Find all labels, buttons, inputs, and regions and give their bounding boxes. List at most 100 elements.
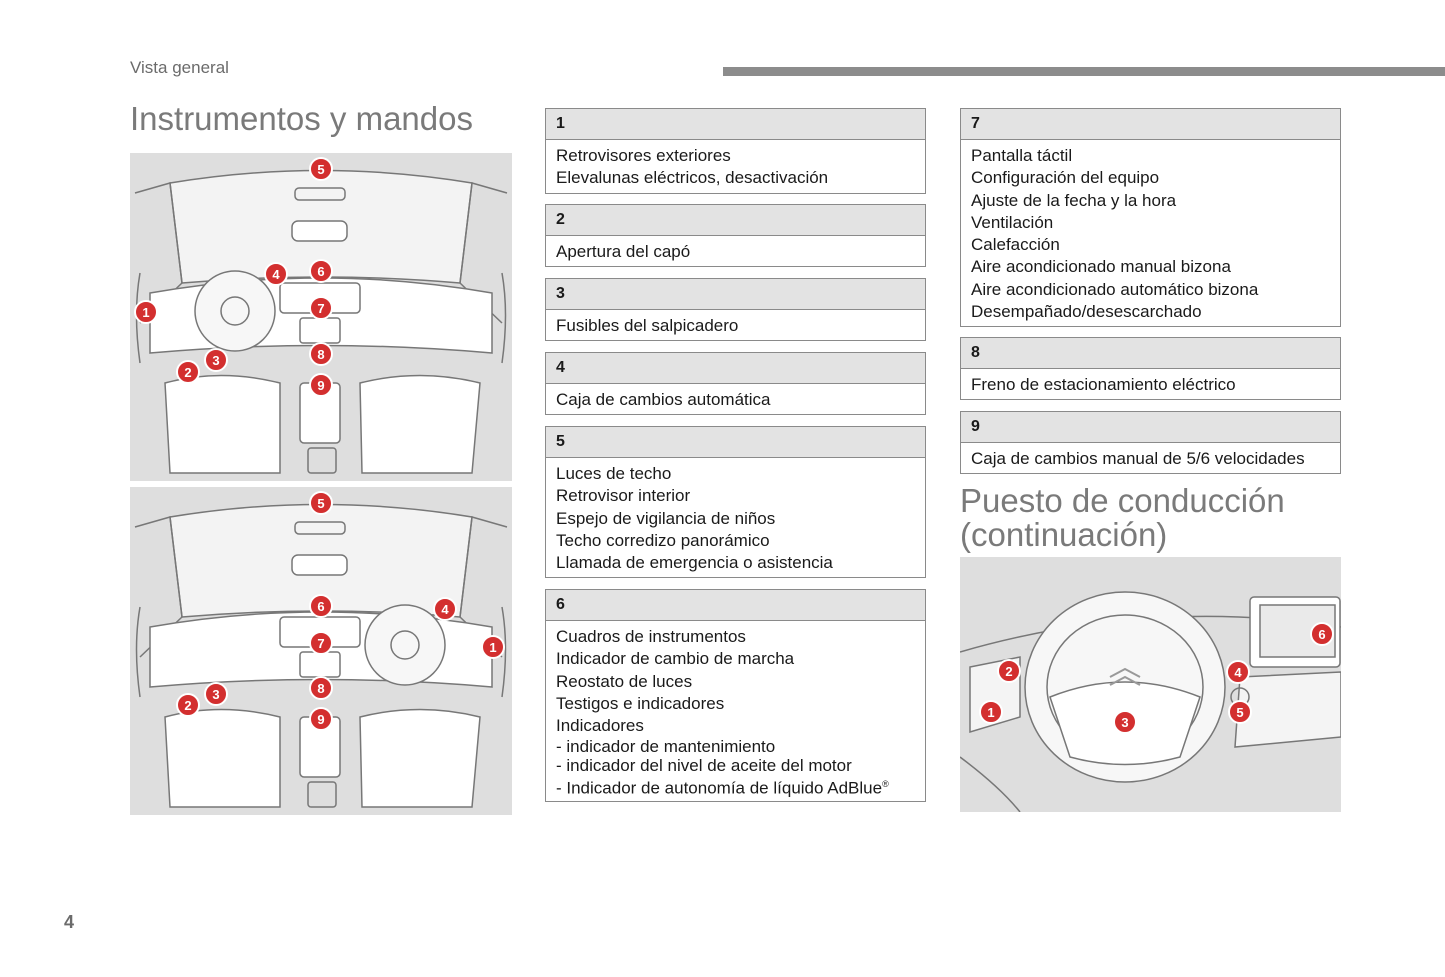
- lhd-badge-5: 5: [309, 157, 333, 181]
- box-line: Aire acondicionado automático bizona: [971, 279, 1259, 299]
- secondary-title: Puesto de conducción (continuación): [960, 484, 1340, 552]
- box-number: 5: [546, 427, 925, 458]
- box-line: Elevalunas eléctricos, desactivación: [556, 168, 829, 188]
- lhd-badge-3: 3: [204, 348, 228, 372]
- svg-text:8: 8: [317, 347, 324, 362]
- box-number: 8: [961, 338, 1340, 369]
- svg-text:1: 1: [489, 640, 496, 655]
- rhd-badge-8: 8: [309, 676, 333, 700]
- svg-text:1: 1: [142, 305, 149, 320]
- svg-text:7: 7: [317, 636, 324, 651]
- svg-text:4: 4: [441, 602, 449, 617]
- box-line: Luces de techo: [556, 464, 672, 483]
- rhd-badge-3: 3: [204, 682, 228, 706]
- lhd-badge-4: 4: [264, 262, 288, 286]
- svg-text:9: 9: [317, 712, 324, 727]
- svg-text:2: 2: [184, 365, 191, 380]
- legend-box-2: 2 Apertura del capó: [545, 204, 926, 268]
- box-number: 4: [546, 353, 925, 384]
- box-line: Caja de cambios automática: [556, 390, 771, 409]
- legend-box-8: 8 Freno de estacionamiento eléctrico: [960, 337, 1341, 401]
- page-title: Instrumentos y mandos: [130, 100, 473, 137]
- svg-text:5: 5: [1236, 705, 1243, 720]
- rhd-badge-1: 1: [481, 635, 505, 659]
- secondary-title-line1: Puesto de conducción: [960, 482, 1285, 519]
- box-subline: - indicador de mantenimiento: [556, 737, 776, 757]
- legend-box-9: 9 Caja de cambios manual de 5/6 velocida…: [960, 411, 1341, 475]
- svg-text:9: 9: [317, 378, 324, 393]
- box-number: 6: [546, 590, 925, 621]
- cockpit-rhd-figure: 5 6 4 7 1 3 2 8 9: [130, 487, 512, 815]
- rhd-badges: 5 6 4 7 1 3 2 8 9: [176, 491, 505, 731]
- lhd-badge-6: 6: [309, 259, 333, 283]
- steering-detail-figure: 6 2 4 5 1 3: [960, 557, 1341, 812]
- legend-box-6: 6 Cuadros de instrumentos Indicador de c…: [545, 589, 926, 803]
- lhd-badge-9: 9: [309, 373, 333, 397]
- legend-box-1: 1 Retrovisores exteriores Elevalunas elé…: [545, 108, 926, 194]
- box-line: Configuración del equipo: [971, 168, 1160, 188]
- lhd-badge-7: 7: [309, 296, 333, 320]
- legend-box-4: 4 Caja de cambios automática: [545, 352, 926, 416]
- detail-badge-2: 2: [997, 659, 1021, 683]
- box-line: Llamada de emergencia o asistencia: [556, 553, 833, 573]
- box-line: Desempañado/desescarchado: [971, 302, 1202, 322]
- cockpit-lhd-figure: 5 4 6 7 1 3 2 8 9: [130, 153, 512, 481]
- detail-badge-1: 1: [979, 700, 1003, 724]
- svg-text:4: 4: [1234, 665, 1242, 680]
- rhd-badge-2: 2: [176, 693, 200, 717]
- svg-text:3: 3: [212, 353, 219, 368]
- legend-box-5: 5 Luces de techo Retrovisor interior Esp…: [545, 426, 926, 579]
- svg-text:4: 4: [272, 267, 280, 282]
- svg-text:5: 5: [317, 162, 324, 177]
- svg-text:7: 7: [317, 301, 324, 316]
- svg-text:2: 2: [184, 698, 191, 713]
- box-line: Ventilación: [971, 212, 1054, 232]
- box-line: Aire acondicionado manual bizona: [971, 257, 1231, 277]
- rhd-badge-5: 5: [309, 491, 333, 515]
- header-rule: [723, 67, 1445, 76]
- rhd-badge-4: 4: [433, 597, 457, 621]
- box-number: 2: [546, 205, 925, 236]
- box-number: 7: [961, 109, 1340, 140]
- box-number: 9: [961, 412, 1340, 443]
- registered-mark: ®: [882, 779, 889, 790]
- svg-text:1: 1: [987, 705, 994, 720]
- detail-badge-4: 4: [1226, 660, 1250, 684]
- svg-text:3: 3: [212, 687, 219, 702]
- box-subline-adblue: - Indicador de autonomía de líquido AdBl…: [556, 779, 889, 799]
- box-line: Indicador de cambio de marcha: [556, 649, 795, 669]
- secondary-title-line2: (continuación): [960, 516, 1168, 553]
- box-line: Freno de estacionamiento eléctrico: [971, 375, 1236, 394]
- box-line: Indicadores: [556, 716, 644, 736]
- svg-text:8: 8: [317, 681, 324, 696]
- legend-box-7: 7 Pantalla táctil Configuración del equi…: [960, 108, 1341, 328]
- box-line: Pantalla táctil: [971, 146, 1073, 165]
- section-label: Vista general: [130, 58, 229, 77]
- box-line: Cuadros de instrumentos: [556, 627, 746, 646]
- lhd-badges: 5 4 6 7 1 3 2 8 9: [134, 157, 333, 397]
- box-number: 3: [546, 279, 925, 310]
- svg-text:3: 3: [1121, 715, 1128, 730]
- detail-badge-5: 5: [1228, 700, 1252, 724]
- lhd-badge-1: 1: [134, 300, 158, 324]
- box-line: Fusibles del salpicadero: [556, 316, 739, 335]
- box-line: Calefacción: [971, 235, 1060, 255]
- box-line: Retrovisores exteriores: [556, 146, 731, 165]
- svg-text:6: 6: [317, 264, 324, 279]
- detail-badge-6: 6: [1310, 622, 1334, 646]
- detail-badges: 6 2 4 5 1 3: [979, 622, 1334, 734]
- box-number: 1: [546, 109, 925, 140]
- box-line: Reostato de luces: [556, 671, 693, 691]
- rhd-badge-6: 6: [309, 594, 333, 618]
- box-line: Caja de cambios manual de 5/6 velocidade…: [971, 449, 1305, 468]
- legend-box-3: 3 Fusibles del salpicadero: [545, 278, 926, 342]
- box-line: Espejo de vigilancia de niños: [556, 508, 776, 528]
- detail-badge-3: 3: [1113, 710, 1137, 734]
- lhd-badge-2: 2: [176, 360, 200, 384]
- box-line: Apertura del capó: [556, 242, 691, 261]
- svg-text:6: 6: [317, 599, 324, 614]
- box-subline: - indicador del nivel de aceite del moto…: [556, 756, 852, 776]
- svg-text:2: 2: [1005, 664, 1012, 679]
- rhd-badge-9: 9: [309, 707, 333, 731]
- lhd-badge-8: 8: [309, 342, 333, 366]
